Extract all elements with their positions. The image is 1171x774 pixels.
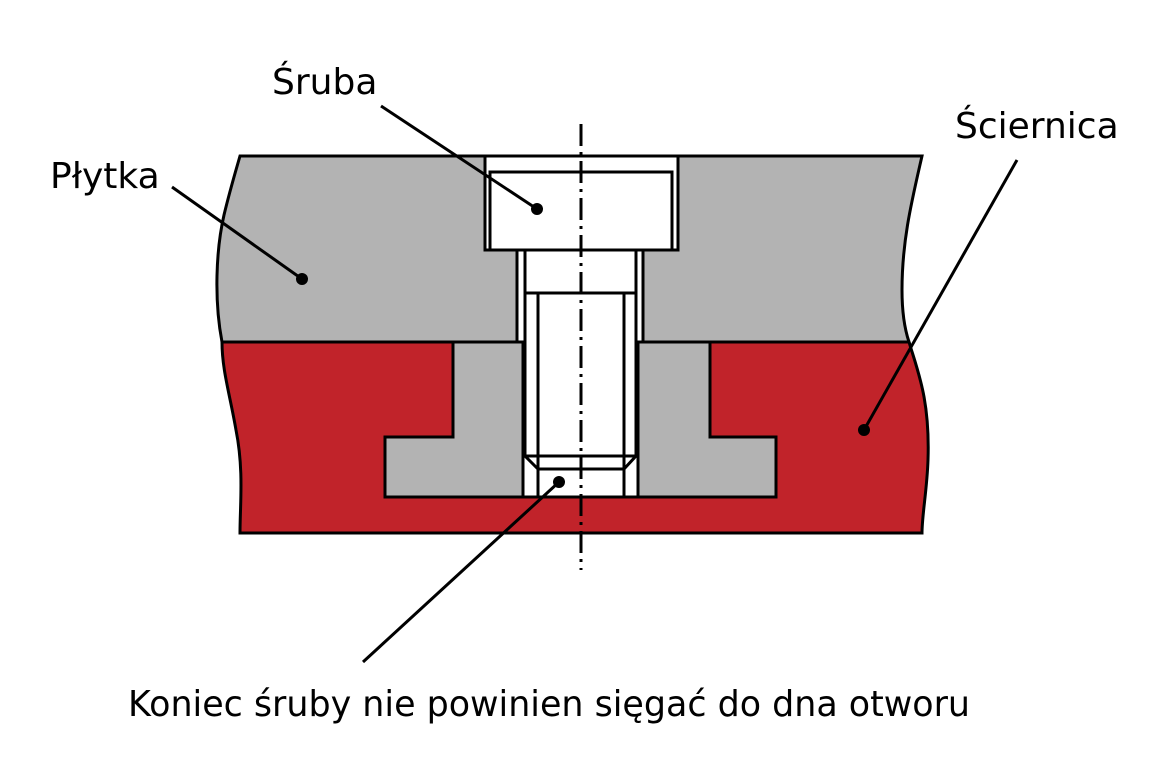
note-leader-line	[361, 480, 561, 664]
label-note: Koniec śruby nie powinien sięgać do dna …	[128, 684, 970, 725]
label-plate: Płytka	[50, 156, 160, 197]
screw-leader-dot	[531, 203, 543, 215]
note-leader-dot	[553, 476, 565, 488]
wheel-leader-line	[862, 159, 1019, 431]
plate-leader-dot	[296, 273, 308, 285]
screw-leader-line	[380, 104, 538, 211]
label-grinding-wheel: Ściernica	[955, 105, 1119, 147]
wheel-leader-dot	[858, 424, 870, 436]
label-screw: Śruba	[272, 61, 377, 103]
plate-leader-line	[171, 185, 303, 281]
